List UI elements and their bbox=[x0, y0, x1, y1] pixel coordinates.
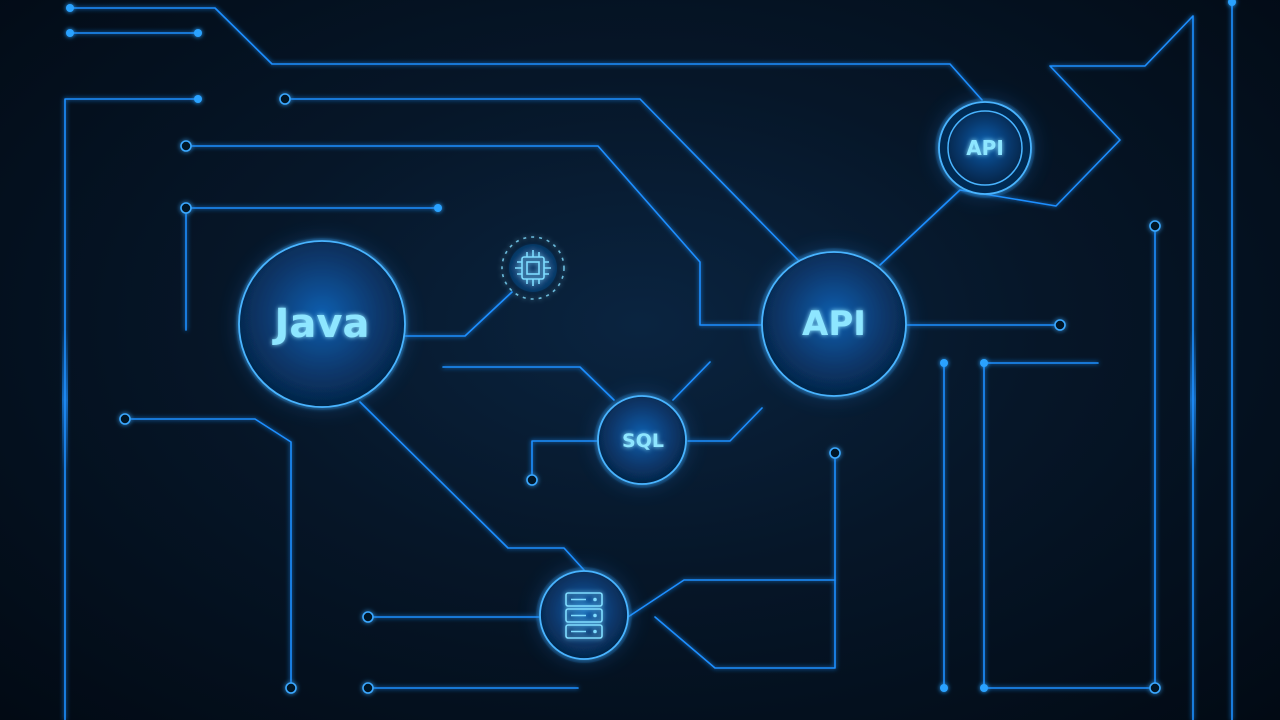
server-rack-icon bbox=[536, 567, 632, 663]
trace-server-loop bbox=[654, 579, 836, 669]
api-small-label: API bbox=[966, 136, 1004, 160]
pad bbox=[940, 684, 948, 692]
pad bbox=[119, 413, 131, 425]
sql-node: SQL bbox=[594, 392, 690, 488]
trace-top-left bbox=[69, 7, 983, 101]
api-main-label: API bbox=[802, 304, 866, 344]
pad bbox=[980, 684, 988, 692]
edge-glow-right bbox=[1190, 330, 1196, 470]
pad bbox=[1149, 682, 1161, 694]
sql-label: SQL bbox=[622, 430, 664, 452]
trace-right-inner bbox=[983, 225, 1156, 689]
api-main-node: API bbox=[758, 248, 910, 400]
pad bbox=[940, 359, 948, 367]
pad bbox=[285, 682, 297, 694]
trace-api-up bbox=[879, 15, 1194, 720]
pad bbox=[279, 93, 291, 105]
pad bbox=[1149, 220, 1161, 232]
pad bbox=[362, 611, 374, 623]
trace-sql-right bbox=[687, 407, 763, 442]
java-node: Java bbox=[236, 238, 408, 410]
pad bbox=[194, 29, 202, 37]
trace-sql-in bbox=[442, 366, 615, 401]
trace-left-frame bbox=[64, 98, 199, 720]
pad bbox=[526, 474, 538, 486]
pad bbox=[180, 140, 192, 152]
pad bbox=[980, 359, 988, 367]
trace-server-right bbox=[627, 452, 836, 618]
pad bbox=[1054, 319, 1066, 331]
pad bbox=[829, 447, 841, 459]
pad bbox=[180, 202, 192, 214]
trace-sql-down bbox=[531, 440, 599, 481]
pad bbox=[66, 29, 74, 37]
cpu-chip-icon bbox=[501, 236, 565, 300]
edge-glow-left bbox=[62, 330, 68, 470]
pad bbox=[194, 95, 202, 103]
trace-java-server bbox=[359, 401, 585, 571]
trace-java-chip bbox=[404, 291, 513, 337]
pad bbox=[1228, 0, 1236, 6]
java-label: Java bbox=[272, 301, 370, 347]
trace-to-api bbox=[284, 98, 801, 263]
circuit-traces bbox=[64, 0, 1233, 720]
circuit-pads bbox=[66, 0, 1236, 694]
pad bbox=[434, 204, 442, 212]
api-small-node: API bbox=[935, 98, 1035, 198]
trace-mid bbox=[185, 145, 763, 326]
pad bbox=[362, 682, 374, 694]
trace-sql-out bbox=[672, 361, 711, 401]
trace-left-low bbox=[124, 418, 292, 689]
pad bbox=[66, 4, 74, 12]
